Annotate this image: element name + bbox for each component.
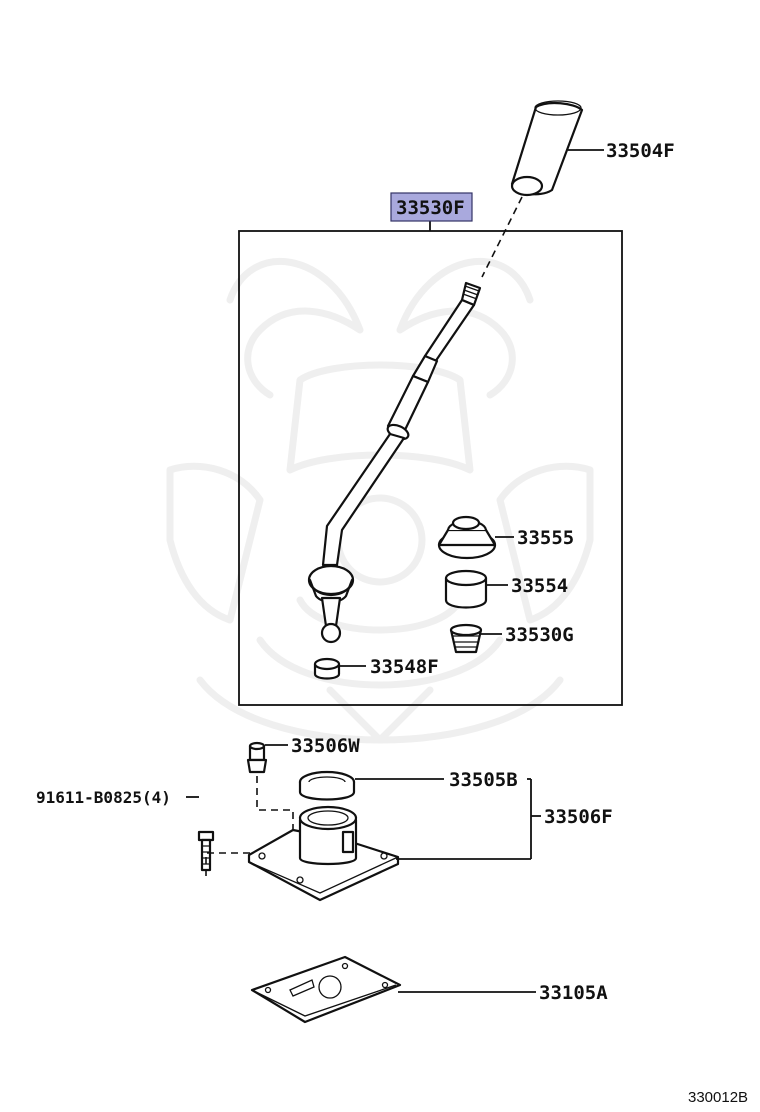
figure-id: 330012B [688, 1089, 748, 1106]
seal-ring-drawing [298, 770, 356, 801]
boot-drawing [437, 515, 497, 560]
label-highlight-33530f [390, 192, 473, 222]
label-33555[interactable]: 33555 [517, 527, 574, 549]
label-33504f[interactable]: 33504F [606, 140, 675, 162]
label-91611-b0825[interactable]: 91611-B0825(4) [36, 788, 171, 807]
housing-drawing [247, 805, 400, 902]
label-33530f[interactable]: 33530F [396, 197, 465, 219]
seat-drawing [313, 657, 341, 680]
label-33105a[interactable]: 33105A [539, 982, 608, 1004]
bolt-drawing [197, 830, 215, 872]
label-33530g[interactable]: 33530G [505, 624, 574, 646]
spring-drawing [449, 623, 483, 654]
label-33506w[interactable]: 33506W [291, 735, 360, 757]
shift-knob-drawing [510, 100, 584, 197]
shift-lever-drawing [307, 281, 482, 644]
plate-drawing [250, 955, 402, 1024]
label-33505b[interactable]: 33505B [449, 769, 518, 791]
label-33506f[interactable]: 33506F [544, 806, 613, 828]
bushing-drawing [444, 569, 488, 609]
plug-drawing [246, 741, 268, 774]
label-33548f[interactable]: 33548F [370, 656, 439, 678]
label-33554[interactable]: 33554 [511, 575, 568, 597]
